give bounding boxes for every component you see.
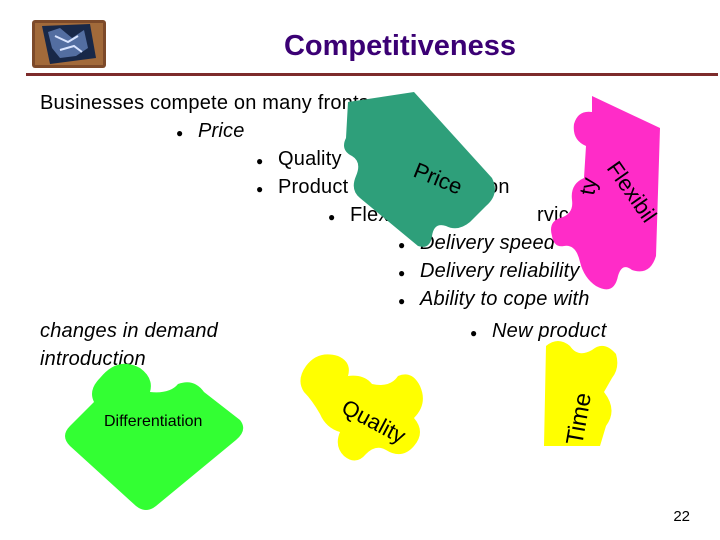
bullet-new-product: ●New product [470, 320, 607, 342]
page-number: 22 [673, 508, 690, 525]
bullet-icon: ● [398, 294, 406, 308]
bullet-icon: ● [256, 182, 264, 196]
differentiation-piece-label: Differentiation [104, 413, 202, 430]
changes-text: changes in demand [40, 320, 218, 342]
time-piece: Time [544, 341, 618, 447]
bullet-price: ●Price [176, 120, 245, 142]
slide-title: Competitiveness [283, 30, 517, 62]
differentiation-piece: Differentiation [65, 363, 244, 510]
bullet-delivery-speed: ●Delivery speed [398, 232, 556, 254]
logo-icon [32, 20, 106, 68]
bullet-icon: ● [176, 126, 184, 140]
bullet-ability: ●Ability to cope with [398, 288, 590, 310]
bullet-icon: ● [398, 238, 406, 252]
title-divider [26, 73, 718, 76]
bullet-icon: ● [470, 326, 478, 340]
price-piece: Price [344, 92, 495, 247]
bullet-quality: ●Quality [256, 148, 342, 170]
flexibility-piece: Flexibil ty [551, 96, 662, 290]
intro-text: Businesses compete on many fronts [40, 92, 369, 114]
bullet-icon: ● [256, 154, 264, 168]
bullet-product: ●Product [256, 176, 349, 198]
quality-piece: Quality [300, 354, 423, 461]
bullet-icon: ● [328, 210, 336, 224]
flexibility-piece-label-2: ty [574, 176, 602, 197]
bullet-delivery-reliability: ●Delivery reliability [398, 260, 580, 282]
bullet-icon: ● [398, 266, 406, 280]
